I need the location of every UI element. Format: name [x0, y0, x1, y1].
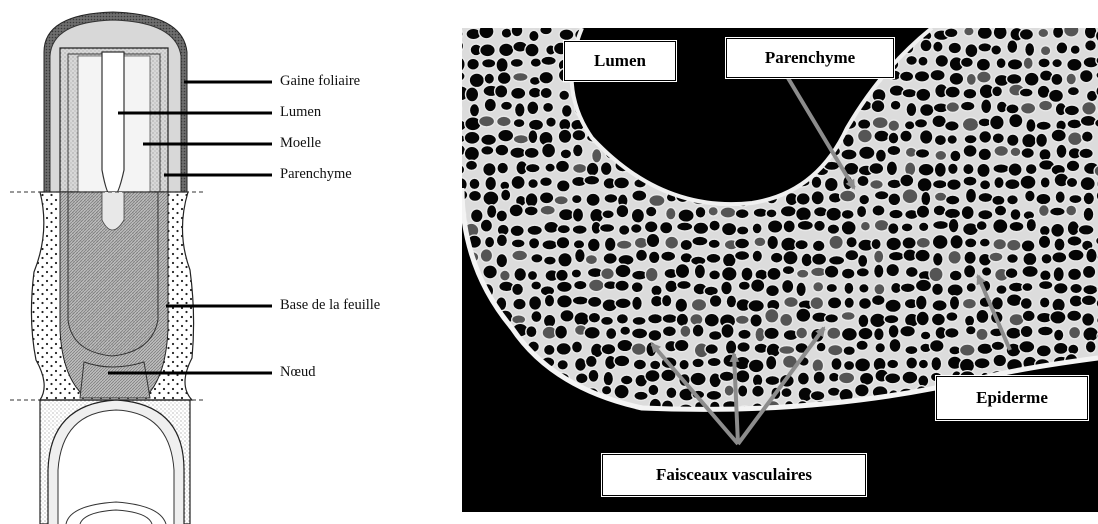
- label-moelle: Moelle: [280, 135, 321, 152]
- label-box-epiderme: Epiderme: [936, 376, 1088, 420]
- cell-tissue: [462, 28, 1098, 512]
- label-box-lumen: Lumen: [564, 41, 676, 81]
- label-box-faisceaux: Faisceaux vasculaires: [602, 454, 866, 496]
- label-gaine-foliaire: Gaine foliaire: [280, 73, 360, 90]
- label-lumen: Lumen: [280, 104, 321, 121]
- cross-section-micrograph: Lumen Parenchyme Epiderme Faisceaux vasc…: [462, 28, 1098, 512]
- label-box-parenchyme: Parenchyme: [726, 38, 894, 78]
- stem-section-diagram: [0, 0, 440, 524]
- label-parenchyme: Parenchyme: [280, 166, 352, 183]
- label-base-feuille: Base de la feuille: [280, 297, 380, 314]
- label-noeud: Nœud: [280, 364, 315, 381]
- lumen-cavity: [102, 52, 124, 198]
